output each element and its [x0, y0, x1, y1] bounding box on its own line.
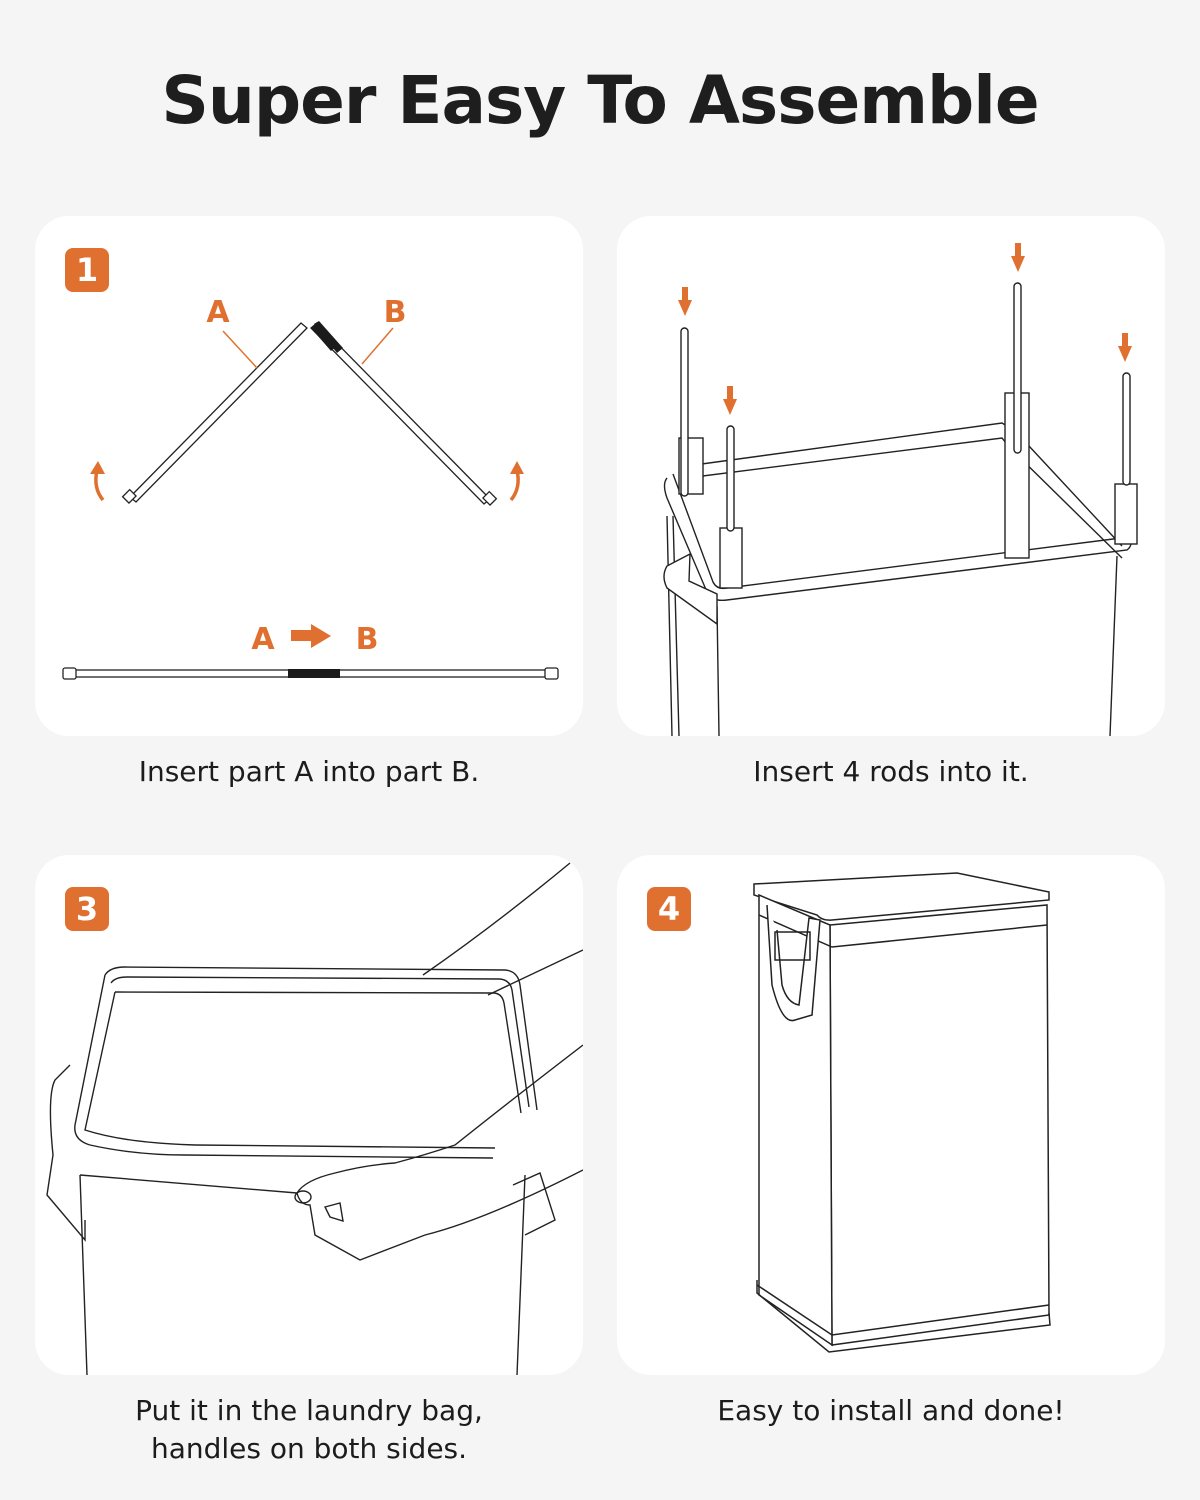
- rotate-up-left-arrow-icon: [90, 461, 105, 502]
- step-3-caption-line-2: handles on both sides.: [150, 1432, 468, 1465]
- step-2-panel: [617, 216, 1165, 736]
- down-arrow-icon: [1011, 243, 1025, 272]
- step-1-panel: A B A B 1: [35, 216, 583, 736]
- step-3-illustration: [46, 862, 583, 1375]
- right-arrow-icon: [291, 624, 331, 648]
- page-title: Super Easy To Assemble: [161, 62, 1039, 139]
- down-arrow-icon: [1118, 333, 1132, 362]
- step-2-caption: Insert 4 rods into it.: [753, 755, 1029, 788]
- label-a: A: [206, 295, 230, 330]
- step-3-badge: 3: [65, 887, 109, 931]
- step-4-panel: 4: [617, 855, 1165, 1375]
- label-join-b: B: [356, 622, 379, 657]
- step-3-caption: Put it in the laundry bag, handles on bo…: [35, 1392, 583, 1468]
- step-3-panel: 3: [35, 855, 583, 1375]
- step-1-badge: 1: [65, 248, 109, 292]
- step-1-caption: Insert part A into part B.: [138, 755, 480, 788]
- step-1-illustration: A B A B: [62, 295, 559, 680]
- down-arrow-icon: [678, 287, 692, 316]
- label-join-a: A: [251, 622, 275, 657]
- label-b: B: [384, 295, 407, 330]
- rod-a: [129, 322, 308, 503]
- step-2-illustration: [663, 243, 1138, 736]
- down-arrow-icon: [723, 386, 737, 415]
- rotate-up-right-arrow-icon: [509, 461, 524, 502]
- step-4-caption: Easy to install and done!: [717, 1394, 1065, 1427]
- step-4-illustration: [753, 872, 1051, 1353]
- step-4-badge: 4: [647, 887, 691, 931]
- step-3-caption-line-1: Put it in the laundry bag,: [135, 1394, 483, 1427]
